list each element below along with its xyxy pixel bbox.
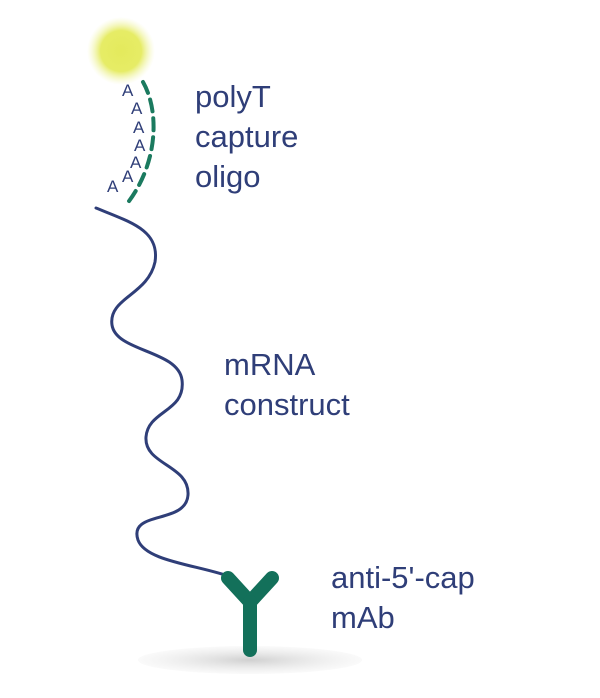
poly-a-letter: A — [130, 153, 142, 172]
poly-a-letter: A — [133, 118, 145, 137]
poly-a-letter: A — [131, 99, 143, 118]
label-line: mRNA — [224, 347, 316, 382]
mrna-construct-label: mRNA construct — [224, 345, 350, 425]
antibody-label: anti-5'-cap mAb — [331, 558, 475, 638]
capture-bead — [87, 17, 155, 85]
polyt-capture-oligo — [124, 80, 156, 207]
antibody-icon — [221, 571, 279, 657]
poly-a-letter: A — [134, 136, 146, 155]
polyt-capture-oligo-label: polyT capture oligo — [195, 77, 298, 197]
poly-a-letter: A — [122, 81, 134, 100]
poly-a-letter: A — [107, 177, 119, 196]
label-line: anti-5'-cap — [331, 560, 475, 595]
mrna-strand — [94, 206, 236, 580]
label-line: capture — [195, 119, 299, 154]
label-line: mAb — [331, 600, 395, 635]
poly-a-letter: A — [122, 167, 134, 186]
poly-a-tail: A A A A A A A — [107, 81, 146, 196]
label-line: oligo — [195, 159, 261, 194]
ground-shadow — [138, 646, 362, 674]
label-line: construct — [224, 387, 350, 422]
label-line: polyT — [195, 79, 271, 114]
